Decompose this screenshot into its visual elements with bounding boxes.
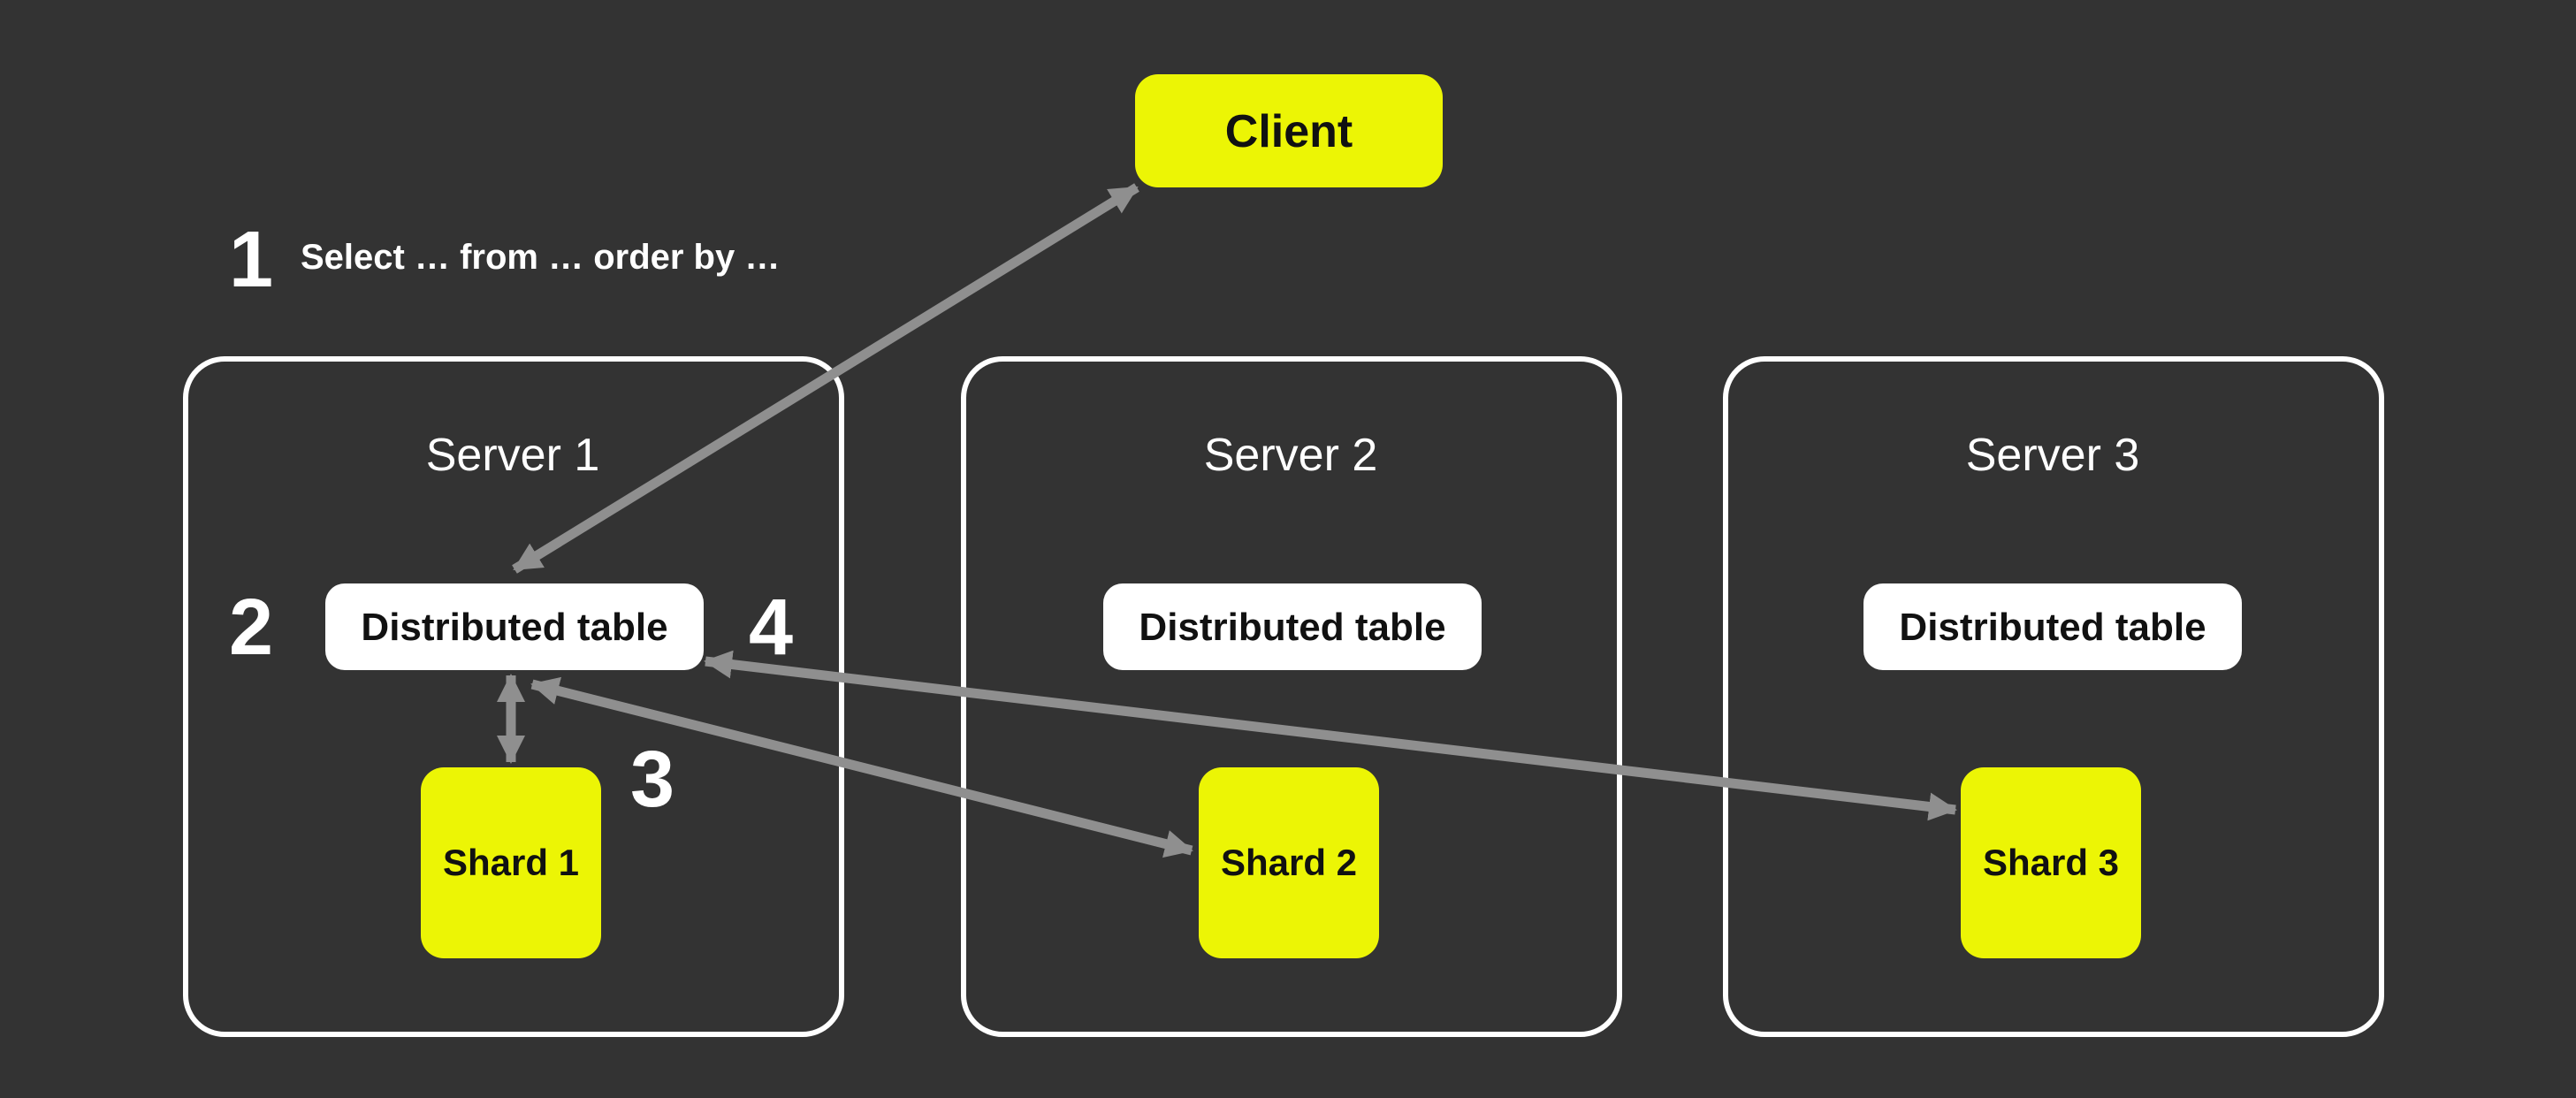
step-4-number: 4 — [749, 583, 793, 672]
distributed-table-1-label: Distributed table — [361, 606, 667, 649]
step-2-number: 2 — [229, 583, 273, 672]
server-3-title: Server 3 — [1966, 430, 2140, 481]
arrow-distributed-table-to-shard-3 — [704, 650, 1957, 821]
distributed-table-1-box — [325, 583, 704, 670]
shard-3-node — [1961, 767, 2141, 958]
step-3-number: 3 — [630, 736, 674, 824]
server-2-title: Server 2 — [1204, 430, 1378, 481]
distributed-table-3-label: Distributed table — [1899, 606, 2206, 649]
step-1-number: 1 — [229, 216, 273, 304]
server-1-title: Server 1 — [426, 430, 600, 481]
client-node — [1135, 74, 1443, 187]
distributed-table-2-label: Distributed table — [1139, 606, 1445, 649]
step-1-caption: Select … from … order by … — [301, 238, 780, 277]
shard-1-label: Shard 1 — [443, 842, 579, 883]
shard-3-label: Shard 3 — [1983, 842, 2119, 883]
distributed-table-2-box — [1103, 583, 1482, 670]
shard-2-label: Shard 2 — [1221, 842, 1357, 883]
client-label: Client — [1225, 106, 1353, 157]
distributed-table-3-box — [1863, 583, 2242, 670]
arrow-client-to-distributed-table — [512, 183, 1139, 574]
